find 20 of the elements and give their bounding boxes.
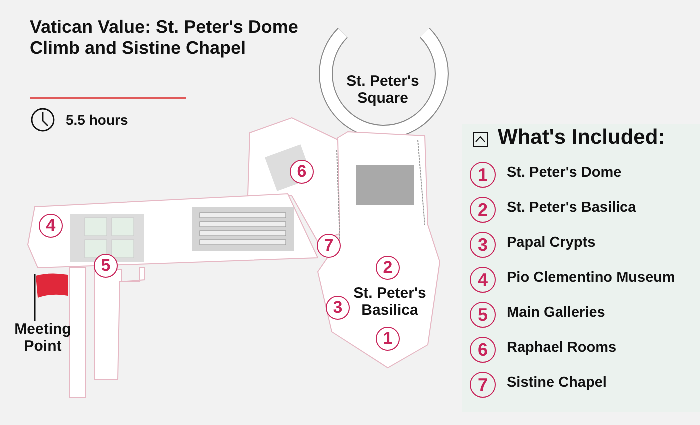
list-number: 2 — [470, 197, 496, 223]
list-item-text: Sistine Chapel — [507, 375, 608, 392]
title: Vatican Value: St. Peter's Dome Climb and Sistine Chapel — [30, 17, 300, 58]
list-number: 5 — [470, 302, 496, 328]
panel-heading: What's Included: — [498, 126, 666, 150]
list-number: 1 — [470, 162, 496, 188]
list-number: 4 — [470, 267, 496, 293]
place-label: St. Peter's Square — [346, 73, 420, 108]
list-item-text: Raphael Rooms — [507, 340, 618, 357]
place-label: Meeting Point — [14, 321, 72, 356]
list-number: 6 — [470, 337, 496, 363]
list-item-text: St. Peter's Dome — [507, 165, 623, 182]
list-item-text: Main Galleries — [507, 305, 606, 322]
list-number: 7 — [470, 372, 496, 398]
list-item-text: Papal Crypts — [507, 235, 597, 252]
list-item-text: Pio Clementino Museum — [507, 270, 676, 287]
duration-text: 5.5 hours — [66, 112, 130, 128]
list-item-text: St. Peter's Basilica — [507, 200, 638, 217]
list-number: 3 — [470, 232, 496, 258]
place-label: St. Peter's Basilica — [352, 285, 428, 320]
